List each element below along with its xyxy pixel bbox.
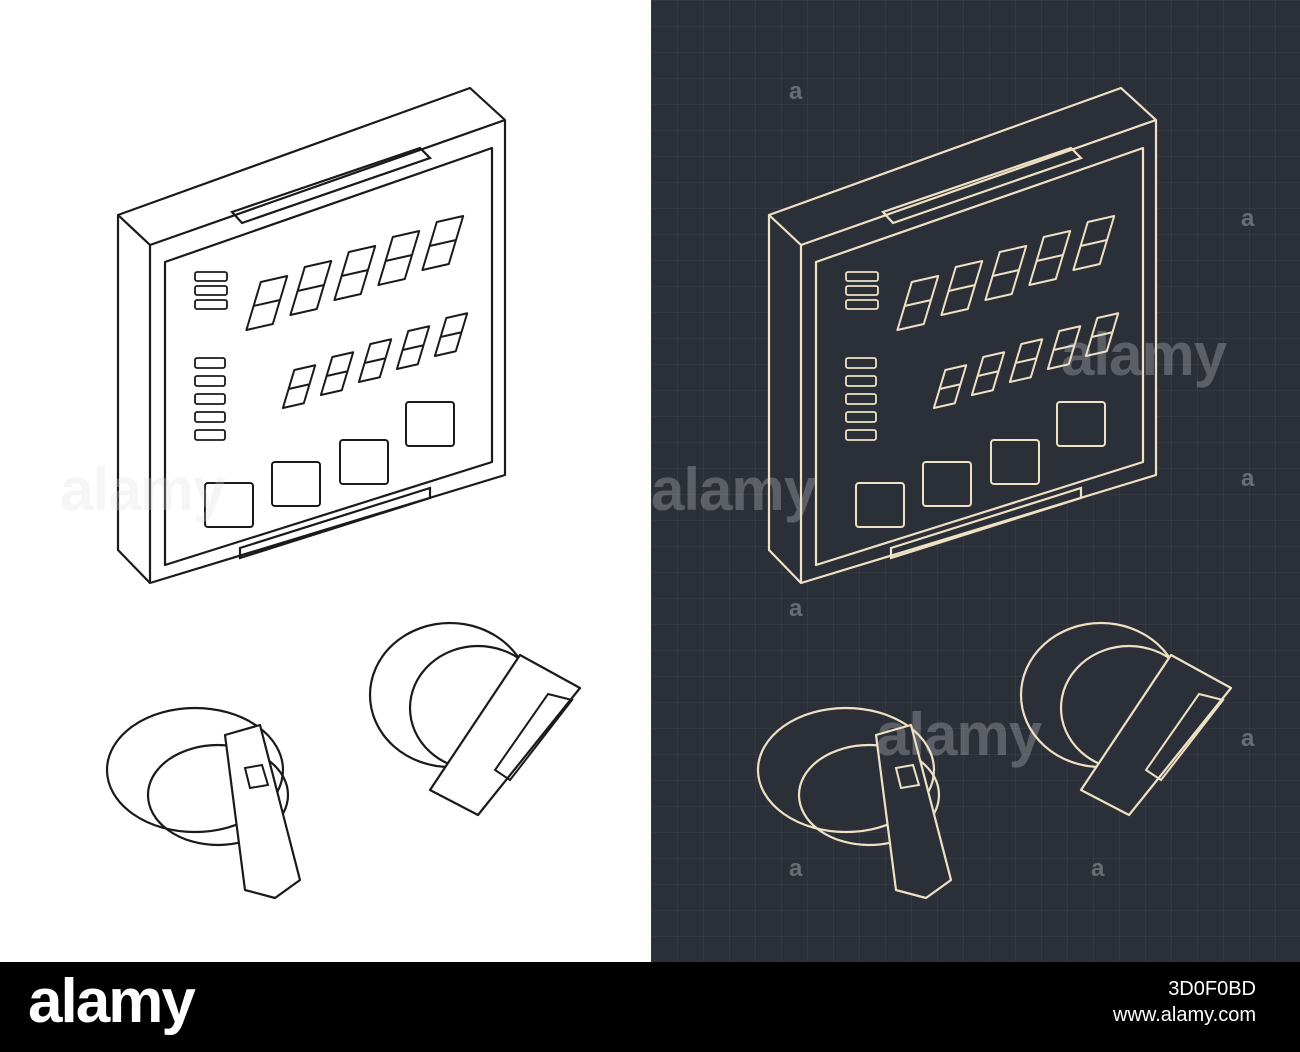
- digit-segment: [932, 364, 968, 409]
- watermark-letter: a: [1241, 205, 1255, 232]
- digit-segment: [289, 260, 333, 316]
- watermark-letter: a: [789, 855, 803, 882]
- meter-face: [814, 146, 1145, 567]
- indicator-bar: [194, 429, 226, 441]
- watermark-letter: a: [1091, 855, 1105, 882]
- indicator-bar: [194, 271, 228, 282]
- image-id: 3D0F0BD: [1168, 978, 1256, 1000]
- illustration-panel-light: alamy: [0, 0, 651, 962]
- digit-segment: [245, 275, 289, 331]
- digit-segment: [395, 325, 431, 370]
- indicator-bar: [845, 357, 877, 369]
- meter-button: [1056, 401, 1106, 447]
- meter-button: [405, 401, 455, 447]
- alamy-logo: alamy: [28, 967, 196, 1036]
- indicator-bar: [194, 411, 226, 423]
- meter-button: [339, 439, 389, 485]
- site-url: www.alamy.com: [1113, 1004, 1256, 1026]
- switch-knob: [428, 653, 582, 817]
- indicator-bar: [194, 375, 226, 387]
- footer-bar: alamy 3D0F0BD www.alamy.com: [0, 962, 1300, 1052]
- scene: [105, 86, 582, 900]
- meter-bottom-tab: [238, 486, 432, 560]
- switch-knob-mark: [894, 763, 921, 790]
- switch-knob-mark: [493, 692, 574, 782]
- watermark-text: alamy: [60, 456, 226, 523]
- footer-credit: 3D0F0BD www.alamy.com: [1113, 976, 1256, 1028]
- digit-segment: [281, 364, 317, 409]
- switch-knob-mark: [1144, 692, 1225, 782]
- digit-segment: [1046, 325, 1082, 370]
- meter-top-tab: [881, 146, 1084, 225]
- digit-segment: [1084, 312, 1120, 357]
- watermark-letter: a: [1241, 725, 1255, 752]
- digit-segment: [1028, 230, 1072, 286]
- watermark-text: alamy: [876, 701, 1042, 768]
- illustration-panel-dark: alamy alamy alamy a a a a a a a: [651, 0, 1300, 962]
- digit-segment: [319, 351, 355, 396]
- switch-knob: [1079, 653, 1233, 817]
- indicator-bar: [845, 285, 879, 296]
- meter-button: [204, 482, 254, 528]
- digit-segment: [1008, 338, 1044, 383]
- indicator-bar: [194, 393, 226, 405]
- digit-segment: [377, 230, 421, 286]
- digit-segment: [421, 215, 465, 271]
- watermark-letter: a: [789, 78, 803, 105]
- scene: [756, 86, 1233, 900]
- meter-housing: [116, 86, 507, 585]
- switch-knob: [874, 723, 953, 900]
- meter-button: [271, 461, 321, 507]
- digit-segment: [333, 245, 377, 301]
- meter-edge: [800, 118, 1157, 247]
- switch-knob: [223, 723, 302, 900]
- digit-segment: [970, 351, 1006, 396]
- indicator-bar: [845, 375, 877, 387]
- meter-button: [990, 439, 1040, 485]
- digit-segment: [940, 260, 984, 316]
- indicator-bar: [845, 271, 879, 282]
- meter-housing: [767, 86, 1158, 585]
- meter-face: [163, 146, 494, 567]
- meter-edge: [149, 118, 506, 247]
- watermark-text: alamy: [651, 456, 817, 523]
- watermark-letter: a: [1241, 465, 1255, 492]
- blueprint-drawing-light: [105, 86, 582, 900]
- indicator-bar: [845, 299, 879, 310]
- meter-top-tab: [230, 146, 433, 225]
- watermark-text: alamy: [1061, 321, 1227, 388]
- watermark-letter: a: [789, 595, 803, 622]
- switch-bezel-inner: [797, 743, 941, 847]
- meter-bottom-tab: [889, 486, 1083, 560]
- indicator-bar: [194, 285, 228, 296]
- meter-button: [922, 461, 972, 507]
- indicator-bar: [845, 411, 877, 423]
- indicator-bar: [845, 429, 877, 441]
- switch-knob-mark: [243, 763, 270, 790]
- indicator-bar: [194, 357, 226, 369]
- digit-segment: [433, 312, 469, 357]
- digit-segment: [984, 245, 1028, 301]
- indicator-bar: [845, 393, 877, 405]
- digit-segment: [357, 338, 393, 383]
- digit-segment: [1072, 215, 1116, 271]
- meter-button: [855, 482, 905, 528]
- indicator-bar: [194, 299, 228, 310]
- digit-segment: [896, 275, 940, 331]
- switch-bezel-inner: [146, 743, 290, 847]
- blueprint-drawing-dark: [756, 86, 1233, 900]
